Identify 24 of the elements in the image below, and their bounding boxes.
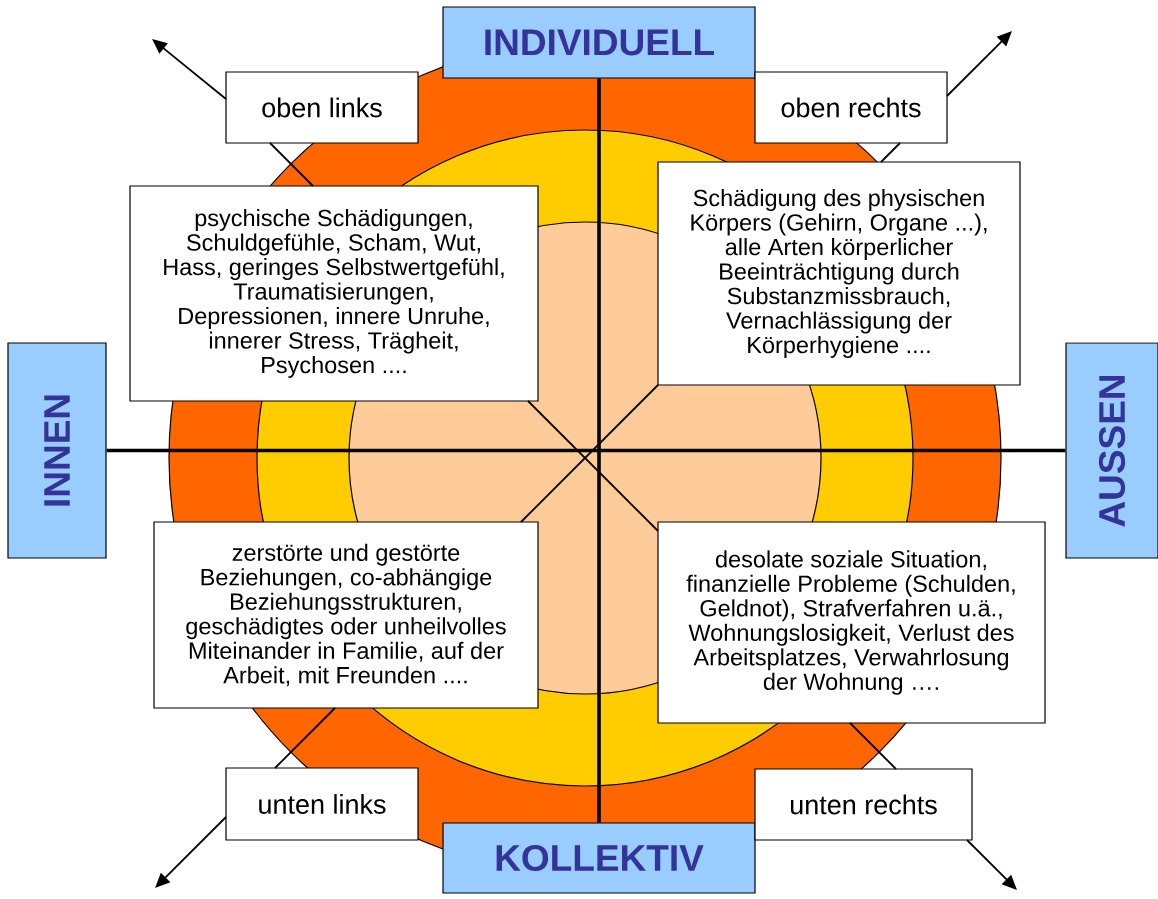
diagonal-line xyxy=(269,142,314,187)
arrow xyxy=(966,839,1017,890)
arrow xyxy=(152,39,227,100)
axis-label-box: INNEN xyxy=(7,342,107,559)
diagonal-line xyxy=(880,142,901,163)
diagonal-line xyxy=(849,722,897,770)
direction-box: unten rechts xyxy=(754,768,973,841)
direction-box: oben links xyxy=(225,71,419,144)
axis-label-box: KOLLEKTIV xyxy=(442,822,756,894)
arrow xyxy=(155,816,227,888)
axis-label-box: INDIVIDUELL xyxy=(442,6,756,79)
axis-label-box: AUSSEN xyxy=(1065,342,1158,559)
axis-line xyxy=(106,448,1066,453)
text-box: psychische Schädigungen, Schuldgefühle, Scham, Wut, Hass, geringes Selbstwertgefühl, Traumatisierungen, Depressionen, innere Unruhe, innerer Stress, Trägheit, Psychosen .... xyxy=(129,185,539,402)
diagonal-line xyxy=(274,707,336,769)
text-box: Schädigung des physischen Körpers (Gehirn, Organe ...), alle Arten körperlicher Beeinträchtigung durch Substanzmissbrauch, Vernachlässigung der Körperhygiene .... xyxy=(657,161,1021,386)
direction-box: unten links xyxy=(225,767,419,841)
text-box: desolate soziale Situation, finanzielle Probleme (Schulden, Geldnot), Strafverfahren u.ä., Wohnungslosigkeit, Verlust des Arbeitsplatzes, Verwahrlosung der Wohnung …. xyxy=(657,521,1046,724)
diagonal-line xyxy=(527,400,659,532)
axis-line xyxy=(597,78,601,823)
arrow xyxy=(946,31,1012,97)
text-box: zerstörte und gestörte Beziehungen, co-abhängige Beziehungsstrukturen, geschädigtes oder unheilvolles Miteinander in Familie, auf der Arbeit, mit Freunden .... xyxy=(153,521,539,709)
direction-box: oben rechts xyxy=(754,71,948,144)
diagonal-line xyxy=(520,384,659,523)
